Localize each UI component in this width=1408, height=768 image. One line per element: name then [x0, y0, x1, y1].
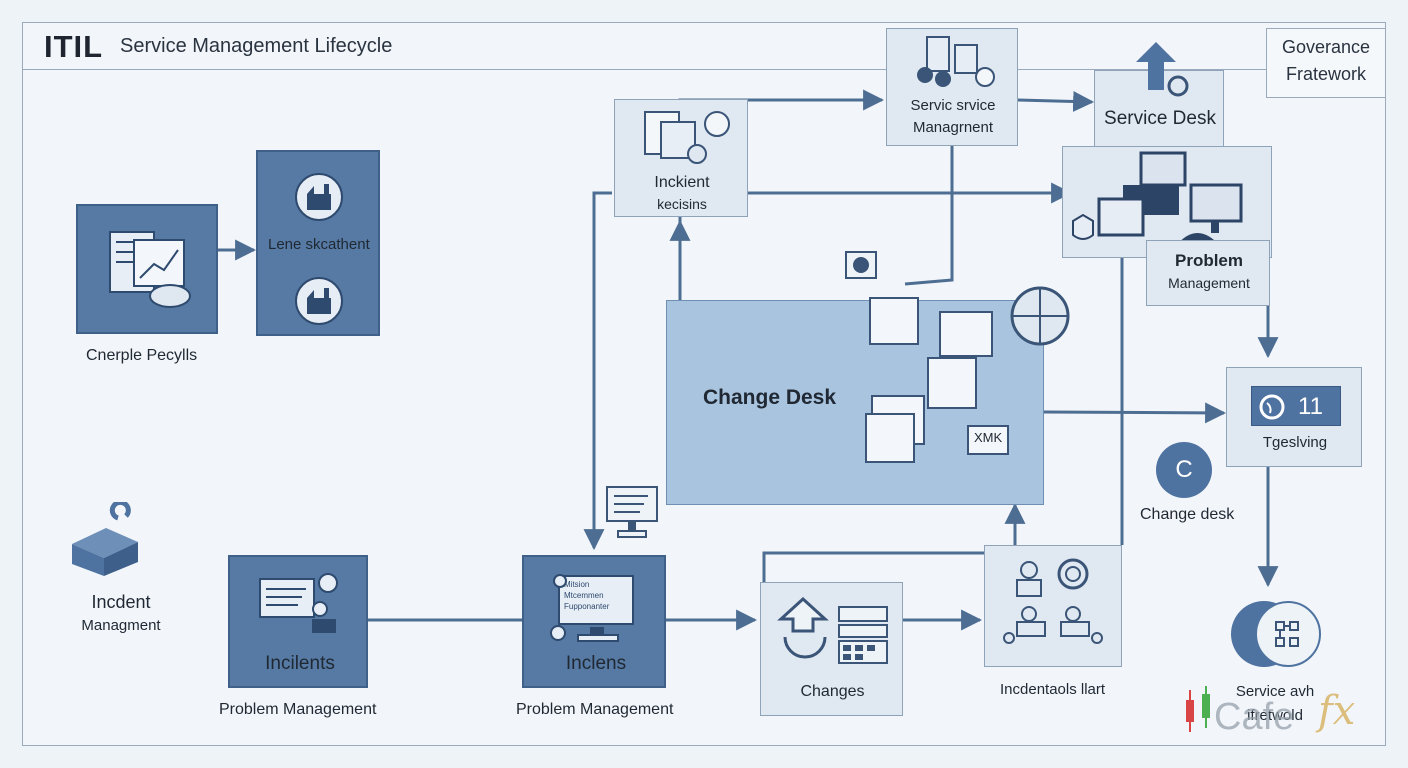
chemple-label: Cnerple Pecylls: [86, 347, 198, 364]
watermark-suffix: fx: [1318, 688, 1356, 734]
tgeslving-badge: 11: [1251, 386, 1341, 426]
upload-gear-icon: [1136, 42, 1189, 97]
line-changes-up: [762, 551, 985, 582]
governance-line1: Goverance: [1281, 37, 1371, 57]
service-network-icon: [1231, 601, 1321, 667]
problem-top-line1: Problem: [1174, 251, 1244, 270]
lene-label: Lene skcathent: [268, 236, 370, 253]
arrow-servic-to-service-desk: [1017, 90, 1095, 112]
incident-management-line1: Incdent: [91, 592, 151, 612]
monitors-panel: [1062, 146, 1272, 258]
tgeslving-badge-number: 11: [1298, 393, 1323, 420]
inclens-box: Mitsion Mtcemmen Fupponanter Inclens: [522, 555, 666, 688]
inclens-screen-line1: Mitsion: [564, 580, 590, 589]
factory-icon-lower: [295, 277, 343, 325]
change-desk-main-label: Change Desk: [703, 386, 837, 409]
tgeslving-box: 11 Tgeslving: [1226, 367, 1362, 467]
servic-service-line2: Managrnent: [912, 119, 994, 136]
governance-line2: Fratework: [1285, 64, 1366, 84]
change-desk-circle: C: [1156, 442, 1212, 498]
lene-node-box: Lene skcathent: [256, 150, 380, 336]
inclens-caption: Problem Management: [516, 701, 674, 718]
globe-icon: [1259, 394, 1285, 420]
chemple-node-box: [76, 204, 218, 334]
governance-framework-box: Goverance Fratework: [1266, 28, 1386, 98]
arrow-change-to-tgeslving: [1043, 402, 1227, 424]
incidents-box: Incilents: [228, 555, 368, 688]
watermark-text: Cafe: [1214, 696, 1295, 738]
arrow-loop-to-inclens: [583, 191, 612, 551]
servic-service-box: Servic srvice Managrnent: [886, 28, 1018, 146]
documents-chat-icon: [644, 111, 730, 164]
inclens-screen-line3: Fupponanter: [564, 602, 610, 611]
changes-box: Changes: [760, 582, 903, 716]
problem-top-line2: Management: [1168, 275, 1250, 291]
team-screens-icon: [917, 36, 995, 87]
arrow-problem-to-tgeslving: [1220, 298, 1279, 359]
tgeslving-label: Tgeslving: [1262, 434, 1328, 451]
document-chart-icon: [109, 231, 191, 308]
service-avh-line1: Service avh: [1235, 683, 1315, 700]
incidents-label: Incilents: [265, 653, 335, 674]
service-avh-line2: ifretwold: [1247, 707, 1303, 724]
service-desk-label: Service Desk: [1104, 108, 1216, 129]
servic-service-line1: Servic srvice: [910, 97, 996, 114]
inclens-screen: Mitsion Mtcemmen Fupponanter: [558, 575, 634, 625]
change-desk-small-label: Change desk: [1140, 506, 1235, 523]
title-brand: ITIL: [44, 29, 104, 64]
workstation-icon: [259, 573, 338, 633]
factory-icon: [295, 173, 343, 221]
line-servic-down: [904, 146, 954, 286]
package-network-icon: [72, 502, 138, 576]
inclens-label: Inclens: [565, 653, 627, 674]
incident-decisions-line2: kecisins: [657, 196, 707, 212]
change-desk-doc-tag: XMK: [974, 430, 1003, 445]
small-monitor-icon: [606, 486, 658, 538]
team-gear-icon: [1003, 558, 1103, 644]
change-desk-circle-letter: C: [1175, 456, 1193, 483]
incdentaols-label: Incdentaols llart: [1000, 681, 1106, 698]
incdentaols-box: [984, 545, 1122, 667]
incident-decisions-line1: Inckient: [654, 174, 710, 191]
inclens-screen-line2: Mtcemmen: [564, 591, 604, 600]
documents-globe-icon: [845, 251, 1070, 463]
page-title: Service Management Lifecycle: [120, 35, 393, 57]
problem-management-top-box: Problem Management: [1146, 240, 1270, 306]
incident-decisions-box: Inckient kecisins: [614, 99, 748, 217]
settings-monitor-icon: [550, 574, 619, 642]
cycle-keypad-icon: [777, 597, 888, 664]
title-bar: ITIL Service Management Lifecycle: [22, 22, 1384, 70]
incidents-caption: Problem Management: [219, 701, 377, 718]
incident-management-line2: Managment: [81, 617, 161, 634]
candlestick-logo-icon: [1186, 686, 1210, 732]
changes-label: Changes: [800, 683, 865, 700]
monitors-icon: [1072, 151, 1243, 247]
